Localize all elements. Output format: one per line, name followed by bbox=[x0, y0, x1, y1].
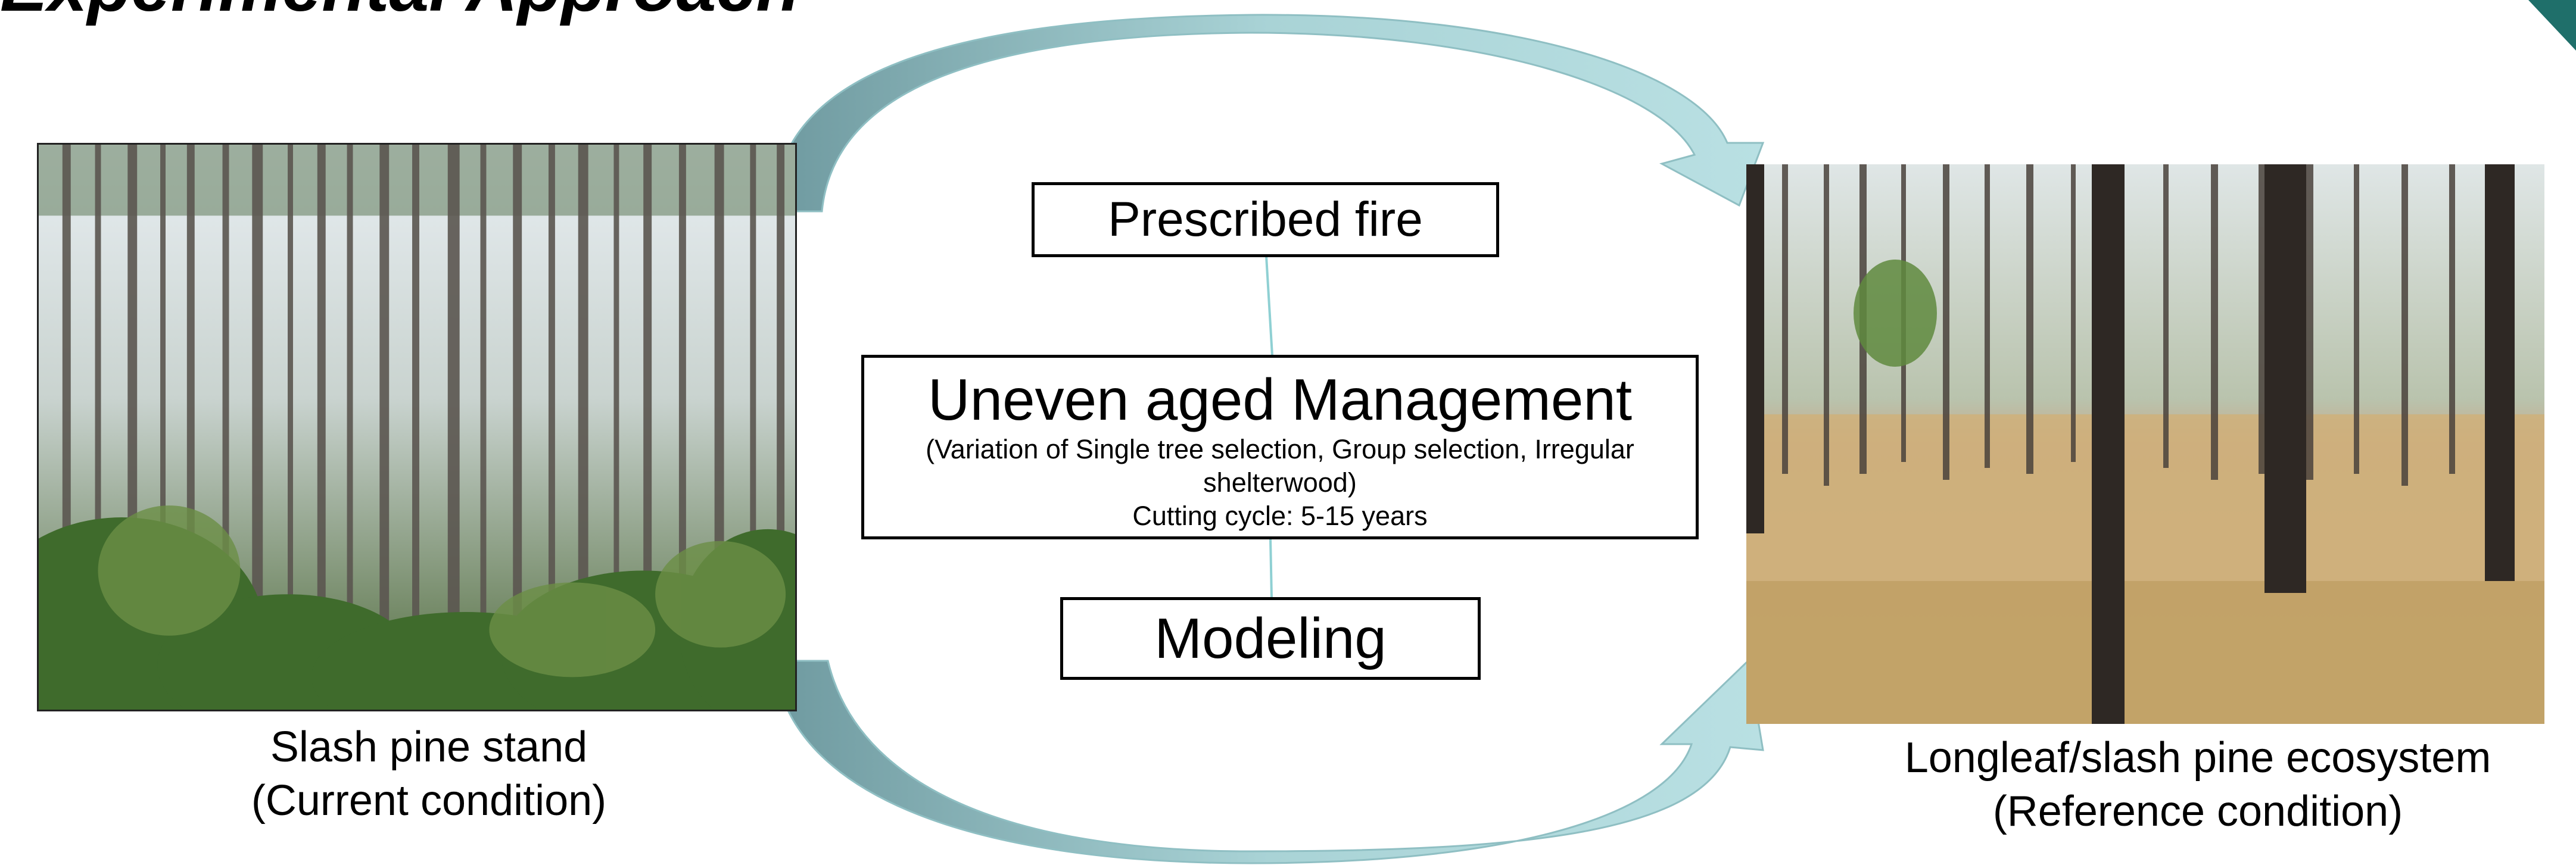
cutting-cycle-line: Cutting cycle: 5-15 years bbox=[1132, 501, 1428, 531]
modeling-label: Modeling bbox=[1154, 606, 1387, 670]
uneven-aged-title: Uneven aged Management bbox=[927, 367, 1633, 432]
left-caption-line2: (Current condition) bbox=[251, 777, 607, 825]
right-photo-caption: Longleaf/slash pine ecosystem (Reference… bbox=[1852, 731, 2543, 838]
corner-accent bbox=[2528, 0, 2576, 51]
modeling-box: Modeling bbox=[1060, 597, 1481, 680]
slash-pine-photo bbox=[37, 143, 797, 711]
prescribed-fire-box: Prescribed fire bbox=[1032, 182, 1499, 257]
slide-title: Experimental Approach bbox=[0, 0, 800, 27]
uneven-aged-detail-line2: shelterwood) bbox=[1203, 467, 1357, 498]
bottom-curved-arrow bbox=[773, 658, 1764, 864]
right-caption-line2: (Reference condition) bbox=[1992, 788, 2403, 835]
right-caption-line1: Longleaf/slash pine ecosystem bbox=[1904, 734, 2491, 782]
left-caption-line1: Slash pine stand bbox=[270, 723, 588, 771]
top-curved-arrow bbox=[773, 14, 1765, 213]
uneven-aged-detail-line1: (Variation of Single tree selection, Gro… bbox=[926, 434, 1634, 464]
left-photo-caption: Slash pine stand (Current condition) bbox=[179, 720, 679, 827]
connector-line-bottom bbox=[1269, 538, 1273, 598]
longleaf-pine-photo bbox=[1746, 164, 2544, 724]
uneven-aged-management-box: Uneven aged Management (Variation of Sin… bbox=[861, 355, 1699, 539]
connector-line-top bbox=[1265, 255, 1273, 356]
prescribed-fire-label: Prescribed fire bbox=[1108, 192, 1423, 246]
